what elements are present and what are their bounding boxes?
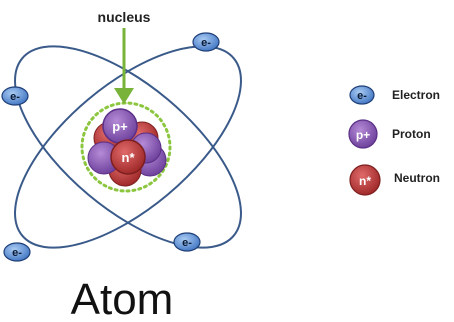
legend-item-electron: e- Electron xyxy=(349,85,440,105)
neutron-symbol: n* xyxy=(122,150,136,165)
legend-item-proton: p+ Proton xyxy=(348,119,431,149)
orbits xyxy=(14,45,242,249)
nucleus-arrow xyxy=(114,28,134,104)
nucleus: p+ n* xyxy=(87,108,167,187)
electron-bottom-right: e- xyxy=(173,232,201,252)
electron-bottom-left: e- xyxy=(3,242,31,262)
svg-text:e-: e- xyxy=(12,247,22,259)
orbit-ring-1 xyxy=(14,45,242,249)
svg-text:e-: e- xyxy=(201,37,211,49)
svg-text:e-: e- xyxy=(182,237,192,249)
legend: e- Electron p+ Proton n* Neutron xyxy=(348,85,440,196)
svg-text:Proton: Proton xyxy=(392,127,431,141)
proton-symbol: p+ xyxy=(112,119,128,134)
electron-left: e- xyxy=(1,86,29,106)
svg-text:n*: n* xyxy=(359,174,371,188)
svg-text:Electron: Electron xyxy=(392,88,440,102)
svg-text:Neutron: Neutron xyxy=(394,171,440,185)
nucleus-ring xyxy=(80,101,172,193)
svg-text:e-: e- xyxy=(357,90,367,102)
electron-top-right: e- xyxy=(192,32,220,52)
legend-item-neutron: n* Neutron xyxy=(349,164,440,196)
svg-text:p+: p+ xyxy=(356,128,370,142)
orbit-ring-2 xyxy=(14,45,242,249)
nucleus-label: nucleus xyxy=(98,9,151,25)
diagram-title: Atom xyxy=(71,275,174,322)
neutron-ball-labeled xyxy=(110,139,146,175)
svg-text:e-: e- xyxy=(10,91,20,103)
